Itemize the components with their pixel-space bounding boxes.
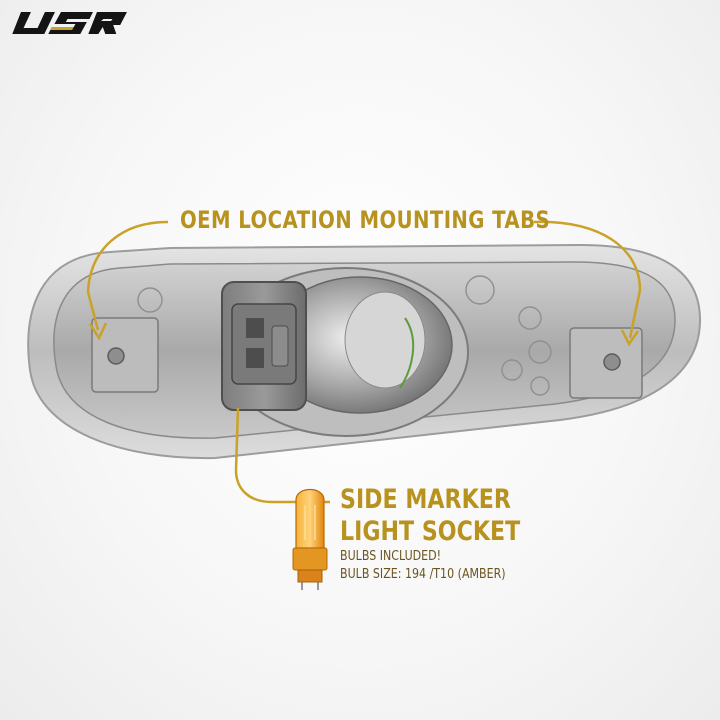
socket-label: SIDE MARKER LIGHT SOCKET — [340, 484, 520, 548]
bulb-info: BULBS INCLUDED! BULB SIZE: 194 /T10 (AMB… — [340, 548, 506, 584]
green-wire — [399, 317, 415, 389]
callout-line-socket — [234, 407, 330, 504]
connector-slot-bottom — [246, 348, 264, 368]
connector-latch — [271, 325, 289, 367]
connector-slot-top — [246, 318, 264, 338]
brand-logo — [6, 8, 132, 44]
amber-bulb — [292, 488, 328, 590]
embossed-symbols — [137, 275, 552, 396]
bulb-size-text: BULB SIZE: 194 /T10 (AMBER) — [340, 567, 506, 582]
mounting-tabs-label: OEM LOCATION MOUNTING TABS — [180, 206, 551, 234]
callout-line-left-tab — [86, 220, 169, 331]
callout-line-right-tab — [533, 220, 642, 339]
left-mounting-tab — [91, 317, 159, 393]
bulbs-included-text: BULBS INCLUDED! — [340, 549, 442, 564]
socket-label-line1: SIDE MARKER — [340, 484, 511, 515]
brand-logo-mark — [12, 12, 127, 34]
callout-arrow-right — [620, 329, 640, 347]
socket-inner — [344, 291, 426, 389]
right-tab-post — [603, 353, 621, 371]
callout-arrow-left — [88, 322, 108, 341]
socket-label-line2: LIGHT SOCKET — [340, 516, 521, 547]
left-tab-post — [107, 347, 125, 365]
